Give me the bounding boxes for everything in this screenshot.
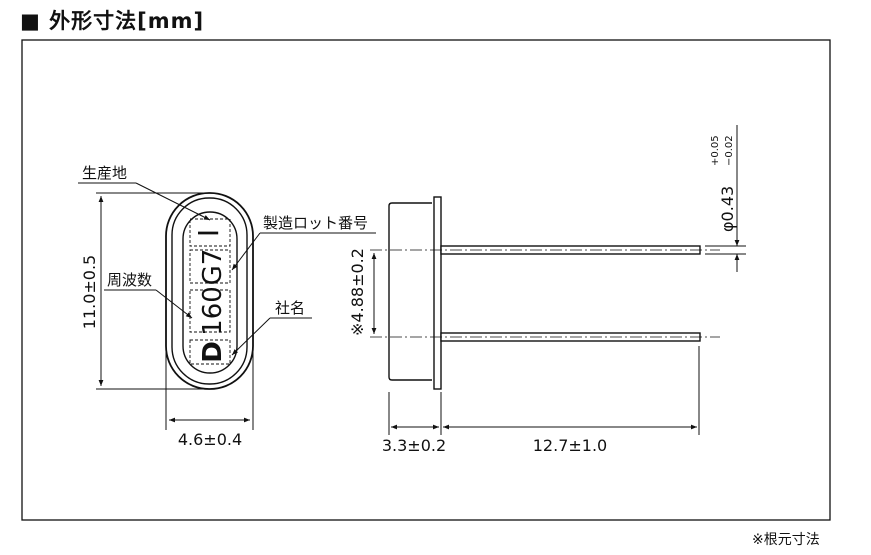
center-lines [370,249,720,338]
crystal-front-view [165,192,254,390]
lot-code: G7 [198,249,228,286]
section-title: ■ 外形寸法[mm] [20,9,205,33]
dim-lead-tol-plus: +0.05 [710,135,721,166]
label-lot: 製造ロット番号 [263,214,368,232]
label-origin: 生産地 [82,164,127,182]
frequency-code: 160 [198,286,228,336]
leader-lines [78,182,376,356]
label-company: 社名 [275,299,305,317]
dim-lead-length: 12.7±1.0 [533,436,607,455]
footnote: ※根元寸法 [752,532,820,548]
dim-body-depth: 3.3±0.2 [382,436,446,455]
side-dimension-lines [371,125,746,435]
dim-height: 11.0±0.5 [80,255,99,329]
dim-lead-tol-minus: −0.02 [724,135,735,166]
crystal-side-view [388,196,701,390]
company-logo: D [198,341,228,363]
front-dimension-lines [96,192,254,430]
drawing-frame [21,39,831,521]
origin-code: I [192,229,225,237]
dim-lead-pitch: ※4.88±0.2 [348,248,367,336]
label-frequency: 周波数 [107,271,152,289]
dim-width: 4.6±0.4 [178,430,242,449]
dim-lead-diameter: φ0.43 [718,186,737,232]
